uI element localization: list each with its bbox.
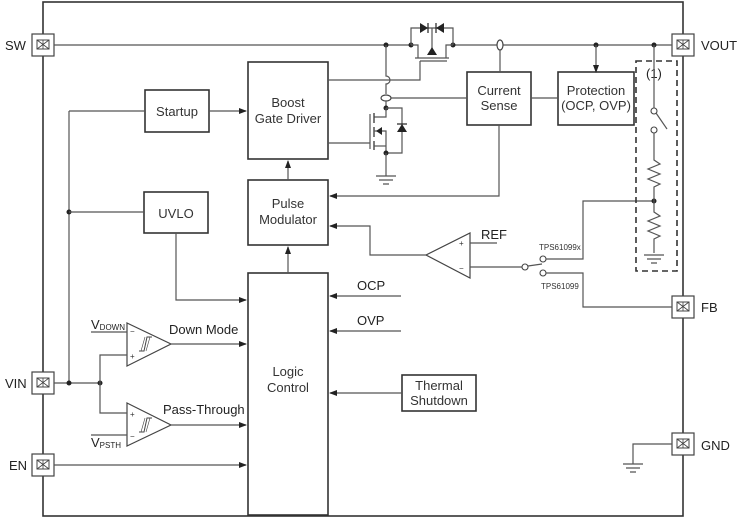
selector-contact-icon — [539, 255, 547, 263]
svg-text:Control: Control — [267, 380, 309, 395]
svg-text:Shutdown: Shutdown — [410, 393, 468, 408]
ea-to-modulator-wire — [329, 223, 426, 256]
pin-label-fb: FB — [701, 300, 718, 315]
ground-icon — [644, 254, 664, 264]
pin-pad-icon — [36, 39, 50, 50]
block-protection: Protection (OCP, OVP) — [557, 71, 635, 126]
pass-through-mosfet-icon — [328, 23, 454, 81]
svg-text:Gate Driver: Gate Driver — [255, 111, 322, 126]
ovp-label: OVP — [357, 313, 384, 328]
svg-text:Thermal: Thermal — [415, 378, 463, 393]
svg-text:Sense: Sense — [481, 98, 518, 113]
cs-to-modulator-wire — [329, 125, 500, 199]
selector-common-icon — [521, 263, 529, 271]
vdown-label: VDOWN — [91, 317, 125, 332]
low-side-mosfet-icon — [328, 107, 407, 154]
pin-label-vout: VOUT — [701, 38, 737, 53]
block-logic-control: Logic Control — [247, 272, 329, 516]
block-boost-gate-driver: Boost Gate Driver — [247, 61, 329, 160]
junction-dot — [66, 380, 72, 386]
internal-fb-wire — [546, 200, 654, 260]
pin-pad-icon — [36, 377, 50, 388]
internal-divider-box — [635, 60, 678, 272]
vpsth-label: VPSTH — [91, 435, 121, 450]
ref-label: REF — [481, 227, 507, 242]
svg-text:−: − — [130, 432, 135, 441]
pin-sw: SW — [5, 33, 55, 57]
pin-pad-icon — [676, 301, 690, 312]
svg-text:−: − — [459, 264, 464, 273]
svg-text:(OCP, OVP): (OCP, OVP) — [561, 98, 631, 113]
ocp-label: OCP — [357, 278, 385, 293]
svg-text:Boost: Boost — [271, 95, 305, 110]
block-thermal-shutdown: Thermal Shutdown — [401, 374, 477, 412]
pin-gnd: GND — [671, 432, 730, 456]
current-sense-loop-icon — [380, 94, 392, 102]
svg-text:Modulator: Modulator — [259, 212, 317, 227]
pin-en: EN — [9, 453, 55, 477]
pin-fb: FB — [671, 295, 718, 319]
error-amplifier-icon: + − — [424, 232, 471, 279]
svg-text:UVLO: UVLO — [158, 206, 193, 221]
ground-icon — [623, 443, 672, 473]
svg-text:Pulse: Pulse — [272, 196, 305, 211]
pin-pad-icon — [36, 459, 50, 470]
fb-pin-wire — [546, 272, 672, 308]
variant-label-adjustable: TPS61099x — [539, 243, 581, 252]
svg-text:−: − — [130, 327, 135, 336]
uvlo-to-logic-wire — [175, 233, 247, 303]
svg-text:Logic: Logic — [272, 364, 304, 379]
pin-pad-icon — [676, 39, 690, 50]
svg-text:+: + — [130, 410, 135, 419]
pin-label-gnd: GND — [701, 438, 730, 453]
ic-outline — [42, 1, 684, 517]
block-startup: Startup — [144, 89, 210, 133]
pin-label-sw: SW — [5, 38, 27, 53]
block-current-sense: Current Sense — [466, 71, 532, 126]
pin-label-en: EN — [9, 458, 27, 473]
pass-through-label: Pass-Through — [163, 402, 245, 417]
svg-text:Startup: Startup — [156, 104, 198, 119]
resistor-bottom-icon — [646, 201, 662, 253]
block-uvlo: UVLO — [143, 191, 209, 234]
pin-vout: VOUT — [671, 33, 737, 57]
down-mode-comparator-icon: − + — [126, 322, 173, 367]
svg-text:+: + — [130, 352, 135, 361]
current-sense-probe-icon — [496, 39, 504, 51]
pin-vin: VIN — [5, 371, 55, 395]
svg-text:Protection: Protection — [567, 83, 626, 98]
pin-pad-icon — [676, 438, 690, 449]
svg-text:Current: Current — [477, 83, 521, 98]
block-pulse-modulator: Pulse Modulator — [247, 179, 329, 246]
divider-switch-icon — [650, 45, 668, 134]
selector-contact-icon — [539, 269, 547, 277]
svg-text:+: + — [459, 239, 464, 248]
variant-label-fixed: TPS61099 — [541, 282, 579, 291]
pin-label-vin: VIN — [5, 376, 27, 391]
down-mode-label: Down Mode — [169, 322, 238, 337]
resistor-top-icon — [646, 133, 662, 201]
switch-node-wire — [385, 45, 391, 94]
ground-icon — [376, 153, 396, 185]
pass-through-comparator-icon: + − — [126, 402, 173, 447]
